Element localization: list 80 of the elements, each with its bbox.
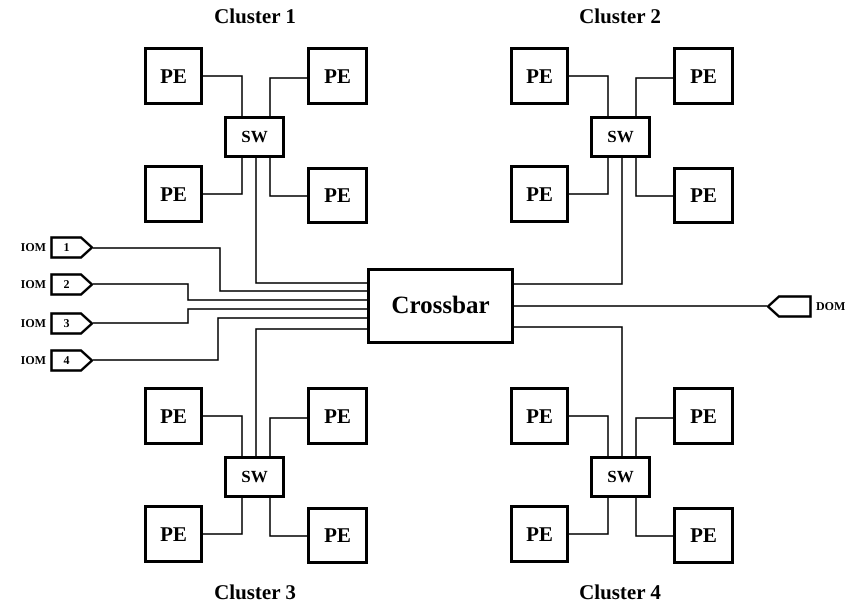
connector-line: [93, 247, 367, 292]
processor-box: [307, 47, 368, 105]
connector-line: [635, 497, 673, 537]
node-label: PE: [526, 522, 553, 546]
connector-line: [255, 158, 368, 284]
connector-line: [203, 415, 243, 457]
connector-line: [93, 317, 367, 361]
node-label: PE: [526, 182, 553, 206]
node-label: PE: [160, 182, 187, 206]
node-label: SW: [241, 127, 268, 147]
node-label: PE: [324, 404, 351, 428]
connector-line: [93, 308, 367, 324]
node-label: PE: [690, 523, 717, 548]
crossbar-box: [367, 268, 514, 344]
node-label: PE: [690, 404, 717, 428]
node-label: PE: [160, 64, 187, 88]
node-label: SW: [607, 127, 634, 147]
processor-box: [510, 165, 569, 223]
node-label: PE: [690, 64, 717, 88]
connector-line: [569, 497, 609, 535]
connector-line: [269, 157, 307, 197]
processor-box: [510, 387, 569, 445]
cluster-title: Cluster 1: [214, 4, 296, 29]
node-label: SW: [241, 467, 268, 487]
connector-line: [514, 305, 767, 307]
connector-line: [569, 75, 609, 117]
processor-box: [673, 507, 734, 564]
connector-line: [203, 157, 243, 195]
connector-line: [635, 157, 673, 197]
connector-line: [269, 497, 307, 537]
connector-line: [635, 417, 673, 457]
cluster-title: Cluster 4: [579, 580, 661, 605]
port-number: 3: [64, 316, 70, 331]
port-name: IOM: [20, 240, 46, 254]
cluster-title: Cluster 3: [214, 580, 296, 605]
connector-line: [93, 283, 367, 301]
processor-box: [144, 165, 203, 223]
connector-line: [203, 497, 243, 535]
connector-line: [255, 328, 368, 456]
node-label: PE: [160, 522, 187, 546]
processor-box: [144, 387, 203, 445]
node-label: SW: [607, 467, 634, 487]
cluster-title: Cluster 2: [579, 4, 661, 29]
processor-box: [307, 167, 368, 224]
port-number: 4: [64, 353, 70, 368]
node-label: PE: [160, 404, 187, 428]
processor-box: [307, 507, 368, 564]
connector-line: [269, 77, 307, 117]
processor-box: [510, 47, 569, 105]
connector-line: [513, 326, 623, 456]
node-label: PE: [526, 64, 553, 88]
processor-box: [673, 167, 734, 224]
node-label: Crossbar: [391, 292, 490, 320]
switch-box: [224, 116, 285, 158]
connector-line: [635, 77, 673, 117]
node-label: PE: [324, 183, 351, 208]
processor-box: [673, 387, 734, 445]
processor-box: [673, 47, 734, 105]
connector-line: [569, 157, 609, 195]
node-label: PE: [324, 523, 351, 548]
node-label: PE: [324, 64, 351, 88]
port-name: IOM: [20, 316, 46, 330]
connector-line: [203, 75, 243, 117]
processor-box: [510, 505, 569, 563]
port-number: 2: [64, 277, 70, 292]
processor-box: [144, 47, 203, 105]
connector-line: [569, 415, 609, 457]
port-name: DOM: [816, 298, 846, 314]
connector-line: [513, 158, 623, 285]
processor-box: [144, 505, 203, 563]
switch-box: [590, 456, 651, 498]
node-label: PE: [690, 183, 717, 208]
port-name: IOM: [20, 352, 46, 368]
switch-box: [224, 456, 285, 498]
port-number: 1: [64, 240, 70, 255]
processor-box: [307, 387, 368, 445]
port-name: IOM: [20, 276, 46, 292]
switch-box: [590, 116, 651, 158]
node-label: PE: [526, 404, 553, 428]
connector-line: [269, 417, 307, 457]
